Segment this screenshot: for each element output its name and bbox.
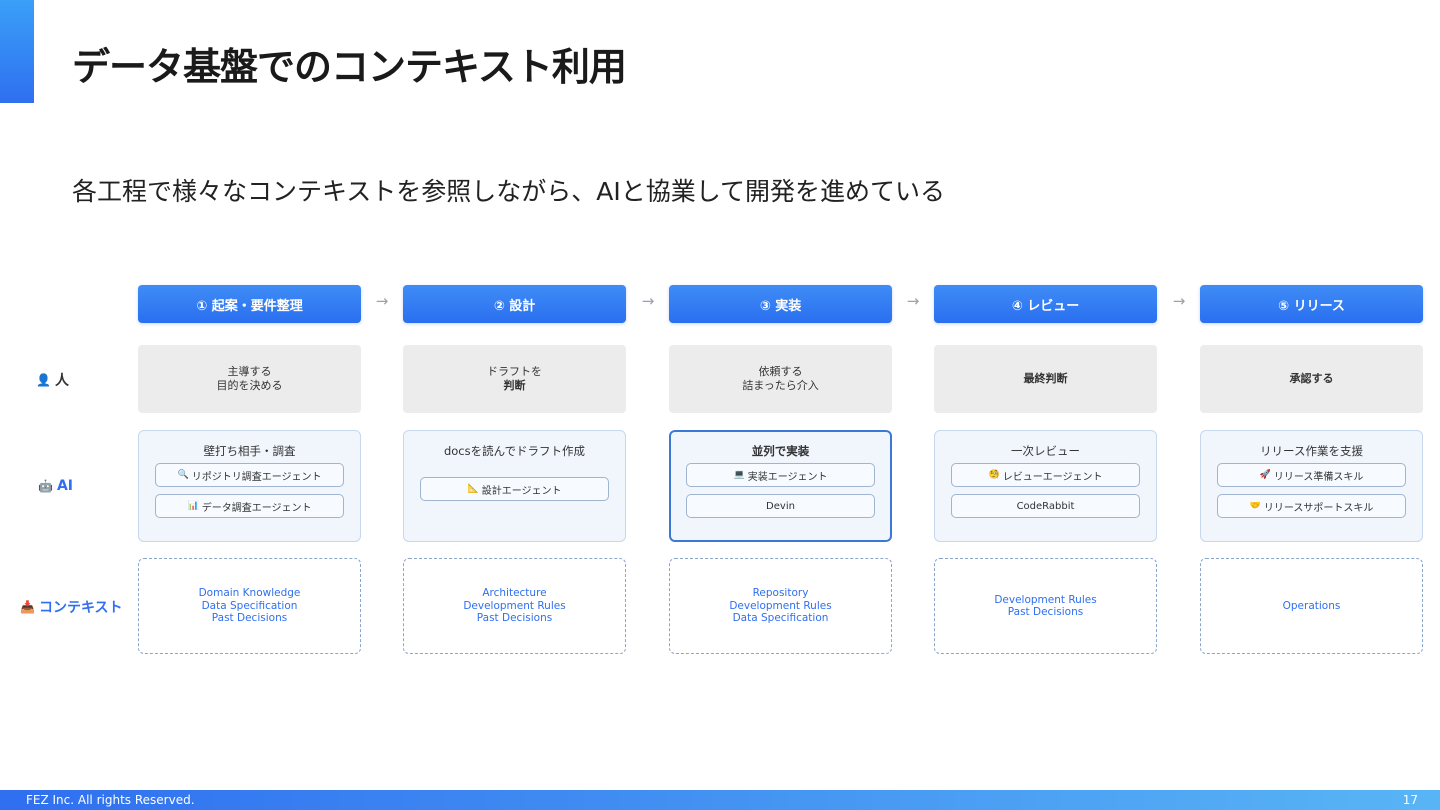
stage-header-1: ① 起案・要件整理 — [138, 285, 361, 323]
context-box-2: Architecture Development Rules Past Deci… — [403, 558, 626, 654]
row-label-person: 👤 人 — [36, 370, 69, 390]
agent-implementation: 💻 実装エージェント — [686, 463, 875, 487]
context-item: Domain Knowledge — [198, 587, 301, 600]
person-box-5: 承認する — [1200, 345, 1423, 413]
ai-box-1: 壁打ち相手・調査 🔍 リポジトリ調査エージェント 📊 データ調査エージェント — [138, 430, 361, 542]
person-box-2: ドラフトを 判断 — [403, 345, 626, 413]
context-box-1: Domain Knowledge Data Specification Past… — [138, 558, 361, 654]
ai-title: 一次レビュー — [1011, 444, 1080, 458]
context-item: Architecture — [482, 587, 547, 600]
arrow-3-4: → — [906, 292, 920, 310]
ai-box-3: 並列で実装 💻 実装エージェント Devin — [669, 430, 892, 542]
agent-repository-research: 🔍 リポジトリ調査エージェント — [155, 463, 344, 487]
person-icon: 👤 — [36, 373, 51, 387]
agent-data-research: 📊 データ調査エージェント — [155, 494, 344, 518]
page-title: データ基盤でのコンテキスト利用 — [72, 45, 627, 89]
agent-label: Devin — [766, 500, 795, 512]
page-subtitle: 各工程で様々なコンテキストを参照しながら、AIと協業して開発を進めている — [72, 177, 945, 206]
agent-release-prep: 🚀 リリース準備スキル — [1217, 463, 1406, 487]
person-line: 最終判断 — [1023, 372, 1068, 385]
agent-label: 実装エージェント — [747, 471, 828, 483]
person-line: 目的を決める — [216, 379, 283, 392]
person-line: ドラフトを — [487, 365, 542, 378]
agent-label: リリース準備スキル — [1273, 471, 1364, 483]
bar-chart-icon: 📊 — [187, 501, 199, 511]
person-box-1: 主導する 目的を決める — [138, 345, 361, 413]
agent-label: データ調査エージェント — [201, 502, 312, 514]
row-label-ai-text: AI — [56, 478, 73, 494]
ai-title: 並列で実装 — [751, 444, 810, 458]
ai-box-4: 一次レビュー 🧐 レビューエージェント CodeRabbit — [934, 430, 1157, 542]
stage-header-5: ⑤ リリース — [1200, 285, 1423, 323]
person-line: 主導する — [227, 365, 272, 378]
stage-header-2: ② 設計 — [403, 285, 626, 323]
row-label-context: 📥 コンテキスト — [20, 597, 123, 617]
context-item: Development Rules — [463, 599, 566, 612]
arrow-1-2: → — [375, 292, 389, 310]
magnifier-icon: 🔍 — [177, 470, 189, 480]
monocle-face-icon: 🧐 — [988, 470, 1000, 480]
agent-coderabbit: CodeRabbit — [951, 494, 1140, 518]
agent-design: 📐 設計エージェント — [420, 477, 609, 501]
context-item: Data Specification — [201, 599, 298, 612]
laptop-icon: 💻 — [733, 470, 745, 480]
arrow-2-3: → — [641, 292, 655, 310]
context-box-3: Repository Development Rules Data Specif… — [669, 558, 892, 654]
arrow-4-5: → — [1172, 292, 1186, 310]
row-label-ai: 🤖 AI — [38, 478, 73, 494]
context-icon: 📥 — [20, 600, 35, 614]
person-box-3: 依頼する 詰まったら介入 — [669, 345, 892, 413]
accent-bar — [0, 0, 34, 103]
rocket-icon: 🚀 — [1259, 470, 1271, 480]
person-box-4: 最終判断 — [934, 345, 1157, 413]
agent-label: CodeRabbit — [1016, 500, 1075, 512]
agent-devin: Devin — [686, 494, 875, 518]
agent-review: 🧐 レビューエージェント — [951, 463, 1140, 487]
context-item: Past Decisions — [1007, 606, 1084, 618]
stage-header-3: ③ 実装 — [669, 285, 892, 323]
row-label-context-text: コンテキスト — [38, 600, 123, 616]
person-line: 承認する — [1289, 372, 1334, 385]
triangle-ruler-icon: 📐 — [467, 484, 479, 494]
context-item: Development Rules — [729, 599, 832, 612]
context-item: Past Decisions — [211, 612, 288, 625]
context-item: Past Decisions — [476, 612, 553, 625]
page-number: 17 — [1402, 793, 1418, 807]
context-item: Data Specification — [732, 612, 829, 625]
robot-icon: 🤖 — [38, 479, 53, 493]
footer-bar: FEZ Inc. All rights Reserved. 17 — [0, 790, 1440, 810]
person-line: 詰まったら介入 — [742, 379, 819, 392]
stage-header-4: ④ レビュー — [934, 285, 1157, 323]
context-item: Development Rules — [994, 593, 1097, 606]
row-label-person-text: 人 — [54, 373, 69, 389]
agent-label: レビューエージェント — [1002, 471, 1103, 483]
footer-copyright: FEZ Inc. All rights Reserved. — [26, 793, 195, 807]
context-box-5: Operations — [1200, 558, 1423, 654]
agent-release-support: 🤝 リリースサポートスキル — [1217, 494, 1406, 518]
person-line: 依頼する — [758, 365, 803, 378]
ai-title: docsを読んでドラフト作成 — [443, 444, 586, 458]
handshake-icon: 🤝 — [1249, 501, 1261, 511]
context-box-4: Development Rules Past Decisions — [934, 558, 1157, 654]
context-item: Repository — [752, 587, 809, 600]
ai-title: 壁打ち相手・調査 — [203, 444, 296, 458]
agent-label: リリースサポートスキル — [1263, 502, 1374, 514]
agent-label: 設計エージェント — [481, 485, 562, 497]
ai-box-2: docsを読んでドラフト作成 📐 設計エージェント — [403, 430, 626, 542]
ai-title: リリース作業を支援 — [1260, 444, 1363, 458]
context-item: Operations — [1282, 599, 1341, 612]
agent-label: リポジトリ調査エージェント — [191, 471, 322, 483]
person-line: 判断 — [503, 379, 526, 392]
ai-box-5: リリース作業を支援 🚀 リリース準備スキル 🤝 リリースサポートスキル — [1200, 430, 1423, 542]
